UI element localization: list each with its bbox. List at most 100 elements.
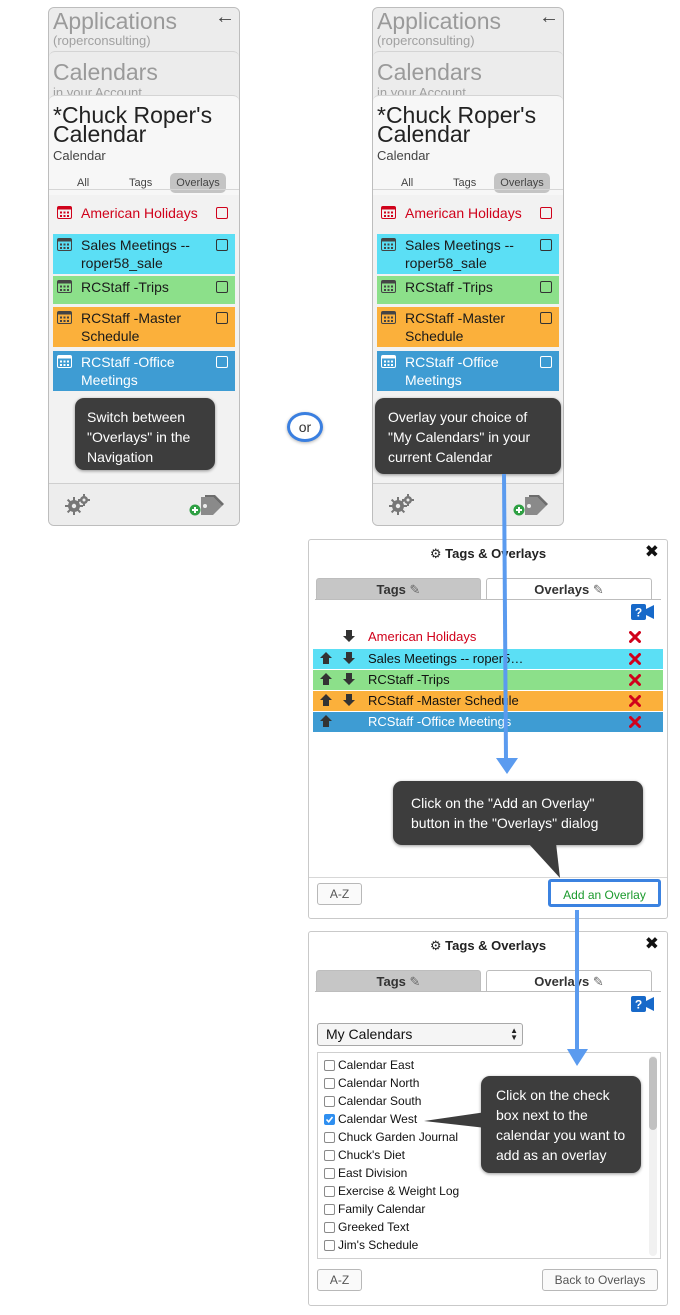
nav-item-rcstaff-trips[interactable]: RCStaff -Trips [53,276,235,304]
az-sort-button[interactable]: A-Z [317,883,362,905]
overlay-row: RCStaff -Trips [313,670,663,690]
nav-item-rcstaff-master-schedule[interactable]: RCStaff -Master Schedule [377,307,559,347]
tab-tags[interactable]: Tags [453,177,477,189]
add-overlay-button[interactable]: Add an Overlay [548,879,661,907]
checkbox[interactable] [324,1060,335,1071]
remove-icon[interactable] [629,695,641,707]
tab-overlays-label: Overlays [534,974,590,989]
move-down-icon[interactable] [342,693,356,707]
gears-icon[interactable] [389,494,415,516]
nav-applications[interactable]: Applications (roperconsulting) ← [49,8,239,58]
nav-item-label: RCStaff -Office Meetings [405,354,499,388]
checkbox[interactable] [324,1204,335,1215]
list-item-label: Jim's Schedule [338,1238,419,1252]
nav-item-checkbox[interactable] [216,312,228,324]
nav-item-rcstaff-trips[interactable]: RCStaff -Trips [377,276,559,304]
edit-icon: ✎ [592,582,604,597]
tab-overlays[interactable]: Overlays ✎ [486,578,652,600]
nav-item-checkbox[interactable] [540,312,552,324]
calendar-group-select[interactable]: My Calendars ▲▼ [317,1023,523,1046]
overlay-row: American Holidays [313,627,663,647]
back-to-overlays-button[interactable]: Back to Overlays [542,1269,658,1291]
add-tag-icon[interactable] [513,494,549,518]
nav-item-checkbox[interactable] [540,207,552,219]
list-item-label: Exercise & Weight Log [338,1184,460,1198]
move-down-icon[interactable] [342,629,356,643]
nav-item-rcstaff-office-meetings[interactable]: RCStaff -Office Meetings [53,351,235,391]
help-video-icon[interactable]: ? [631,604,654,620]
tab-tags[interactable]: Tags [129,177,153,189]
close-icon[interactable]: ✖ [644,934,659,953]
scrollbar-thumb[interactable] [649,1057,657,1130]
nav-divider [373,189,563,190]
nav-item-label: American Holidays [405,205,522,221]
checkbox[interactable] [324,1222,335,1233]
current-calendar-title: *Chuck Roper's Calendar [377,104,536,146]
list-item-label: Calendar West [338,1112,418,1126]
tab-divider [315,599,661,600]
move-up-icon[interactable] [319,672,333,686]
dialog-title-text: Tags & Overlays [445,938,547,953]
overlay-row: RCStaff -Master Schedule [313,691,663,711]
tab-tags[interactable]: Tags ✎ [316,970,481,992]
tab-overlays[interactable]: Overlays [170,173,226,193]
checkbox[interactable] [324,1168,335,1179]
gears-icon[interactable] [65,494,91,516]
remove-icon[interactable] [629,631,641,643]
nav-item-checkbox[interactable] [216,281,228,293]
back-arrow-icon[interactable]: ← [215,7,235,28]
nav-applications-title: Applications [377,8,502,34]
nav-item-checkbox[interactable] [540,281,552,293]
move-up-icon[interactable] [319,693,333,707]
move-up-icon[interactable] [319,714,333,728]
nav-applications-title: Applications [53,8,178,34]
checkbox[interactable] [324,1078,335,1089]
current-title-line2: Calendar [53,121,147,147]
add-tag-icon[interactable] [189,494,225,518]
checkbox-checked[interactable] [324,1114,335,1125]
nav-item-american-holidays[interactable]: American Holidays [53,202,235,228]
nav-divider [49,189,239,190]
nav-item-checkbox[interactable] [216,239,228,251]
calendar-checklist: Calendar East Calendar North Calendar So… [317,1052,661,1259]
checkbox[interactable] [324,1240,335,1251]
nav-item-checkbox[interactable] [540,239,552,251]
az-sort-button[interactable]: A-Z [317,1269,362,1291]
nav-item-rcstaff-office-meetings[interactable]: RCStaff -Office Meetings [377,351,559,391]
nav-panel-left: Applications (roperconsulting) ← Calenda… [48,7,240,526]
nav-applications[interactable]: Applications (roperconsulting) ← [373,8,563,58]
nav-item-checkbox[interactable] [216,356,228,368]
calendar-icon [381,355,396,368]
tip-check-box-text: Click on the check box next to the calen… [496,1087,626,1163]
back-arrow-icon[interactable]: ← [539,7,559,28]
tab-all[interactable]: All [401,177,414,189]
tab-all[interactable]: All [77,177,90,189]
scrollbar-track[interactable] [649,1056,657,1256]
checkbox[interactable] [324,1096,335,1107]
calendar-icon [57,206,72,219]
nav-item-sales-meetings[interactable]: Sales Meetings -- roper58_sale [53,234,235,274]
checkbox[interactable] [324,1186,335,1197]
calendar-icon [57,238,72,251]
remove-icon[interactable] [629,674,641,686]
nav-item-checkbox[interactable] [216,207,228,219]
move-down-icon[interactable] [342,672,356,686]
remove-icon[interactable] [629,716,641,728]
move-down-icon[interactable] [342,651,356,665]
checkbox[interactable] [324,1132,335,1143]
nav-item-sales-meetings[interactable]: Sales Meetings -- roper58_sale [377,234,559,274]
gear-icon: ⚙ [429,546,442,561]
tab-overlays[interactable]: Overlays [494,173,550,193]
move-up-icon[interactable] [319,651,333,665]
close-icon[interactable]: ✖ [644,542,659,561]
remove-icon[interactable] [629,653,641,665]
nav-item-rcstaff-master-schedule[interactable]: RCStaff -Master Schedule [53,307,235,347]
tab-tags[interactable]: Tags ✎ [316,578,481,600]
nav-item-checkbox[interactable] [540,356,552,368]
help-video-icon[interactable]: ? [631,996,654,1012]
tab-overlays[interactable]: Overlays ✎ [486,970,652,992]
nav-item-american-holidays[interactable]: American Holidays [377,202,559,228]
edit-icon: ✎ [592,974,604,989]
tags-overlays-dialog: ⚙ Tags & Overlays ✖ Tags ✎ Overlays ✎ ? … [308,539,668,919]
checkbox[interactable] [324,1150,335,1161]
